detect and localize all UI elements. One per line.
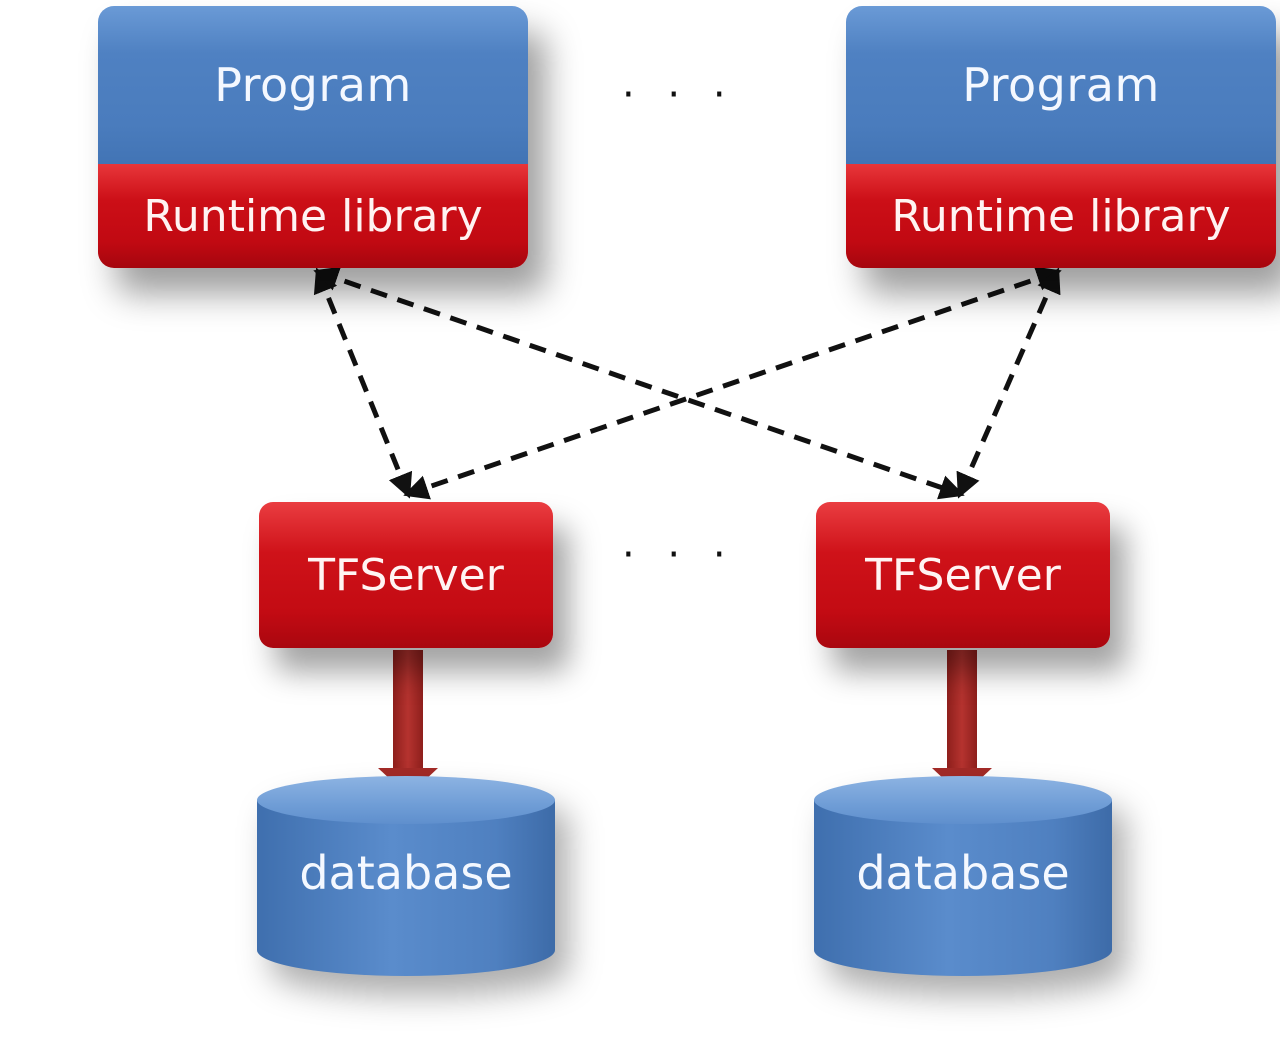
runtime-library-box-1: Runtime library (98, 164, 528, 268)
ellipsis-servers: · · · (622, 532, 736, 578)
runtime-library-box-2: Runtime library (846, 164, 1276, 268)
link-runtime1-tfserver2 (313, 266, 965, 500)
tfserver-box-2: TFServer (816, 502, 1110, 648)
program-box-1: Program (98, 6, 528, 164)
link-runtime2-tfserver1 (403, 266, 1062, 500)
database-top-2 (814, 776, 1112, 824)
database-cylinder-1: database (257, 776, 555, 976)
database-cylinder-2: database (814, 776, 1112, 976)
database-top-1 (257, 776, 555, 824)
runtime-library-label-1: Runtime library (143, 190, 483, 242)
database-label-2: database (856, 846, 1070, 900)
client-stack-1: Program Runtime library (98, 6, 528, 268)
tfserver-label-2: TFServer (865, 549, 1061, 601)
runtime-library-label-2: Runtime library (891, 190, 1231, 242)
program-label-1: Program (214, 58, 412, 112)
program-label-2: Program (962, 58, 1160, 112)
tfserver-label-1: TFServer (308, 549, 504, 601)
ellipsis-clients: · · · (622, 72, 736, 118)
link-runtime1-tfserver1 (313, 267, 413, 499)
arrow-tfserver2-database2 (932, 650, 992, 796)
arrow-tfserver1-database1 (378, 650, 438, 796)
database-label-1: database (299, 846, 513, 900)
link-runtime2-tfserver2 (956, 267, 1061, 499)
client-stack-2: Program Runtime library (846, 6, 1276, 268)
program-box-2: Program (846, 6, 1276, 164)
tfserver-box-1: TFServer (259, 502, 553, 648)
